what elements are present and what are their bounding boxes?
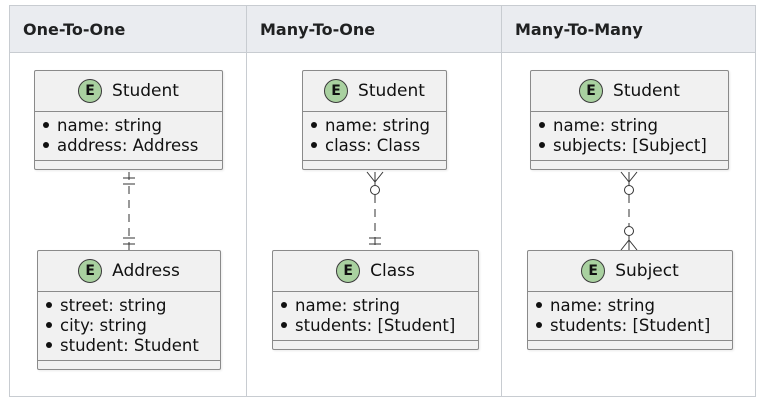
- entity-icon: E: [336, 259, 361, 283]
- entity-header: E Student: [35, 71, 222, 112]
- entity-address: E Address street: string city: string st…: [37, 250, 221, 370]
- attribute-text: address: Address: [57, 136, 199, 155]
- entity-footer: [528, 341, 732, 349]
- attribute: name: string: [281, 296, 478, 316]
- entity-footer: [273, 341, 478, 349]
- attribute-text: name: string: [57, 116, 162, 135]
- entity-icon: E: [581, 259, 606, 283]
- bullet-icon: [311, 141, 317, 148]
- attribute: name: string: [539, 116, 728, 136]
- attribute-text: name: string: [295, 296, 400, 315]
- attribute-text: name: string: [553, 116, 658, 135]
- attribute: students: [Student]: [281, 316, 478, 336]
- column-divider: [246, 6, 247, 396]
- attribute: subjects: [Subject]: [539, 136, 728, 156]
- table-header: [10, 6, 755, 53]
- entity-icon: E: [579, 79, 604, 103]
- column-title-many-to-one: Many-To-One: [260, 20, 376, 39]
- entity-header: E Subject: [528, 251, 732, 292]
- attribute: name: string: [311, 116, 446, 136]
- relationship-many-to-many: [620, 171, 638, 251]
- bullet-icon: [46, 301, 52, 308]
- attribute-text: class: Class: [325, 136, 421, 155]
- entity-name: Subject: [615, 261, 679, 281]
- entity-attributes: name: string class: Class: [303, 112, 446, 161]
- attribute: name: string: [536, 296, 732, 316]
- attribute: students: [Student]: [536, 316, 732, 336]
- bullet-icon: [536, 321, 542, 328]
- attribute: street: string: [46, 296, 220, 316]
- entity-header: E Student: [303, 71, 446, 112]
- bullet-icon: [43, 121, 49, 128]
- relationship-one-to-one: [123, 172, 135, 250]
- bullet-icon: [43, 141, 49, 148]
- bullet-icon: [539, 141, 545, 148]
- entity-name: Student: [358, 81, 425, 101]
- entity-attributes: street: string city: string student: Stu…: [38, 292, 220, 361]
- bullet-icon: [539, 121, 545, 128]
- entity-name: Student: [613, 81, 680, 101]
- bullet-icon: [46, 341, 52, 348]
- bullet-icon: [281, 301, 287, 308]
- attribute: address: Address: [43, 136, 222, 156]
- entity-student: E Student name: string address: Address: [34, 70, 223, 170]
- entity-name: Address: [112, 261, 180, 281]
- attribute: city: string: [46, 316, 220, 336]
- entity-icon: E: [324, 79, 349, 103]
- attribute-text: street: string: [60, 296, 167, 315]
- bullet-icon: [46, 321, 52, 328]
- column-title-one-to-one: One-To-One: [23, 20, 126, 39]
- entity-name: Student: [112, 81, 179, 101]
- attribute-text: student: Student: [60, 336, 199, 355]
- bullet-icon: [536, 301, 542, 308]
- attribute: class: Class: [311, 136, 446, 156]
- relationship-table: One-To-One Many-To-One Many-To-Many: [9, 5, 756, 397]
- entity-icon: E: [78, 79, 103, 103]
- entity-attributes: name: string students: [Student]: [273, 292, 478, 341]
- entity-footer: [531, 161, 728, 169]
- attribute-text: city: string: [60, 316, 147, 335]
- entity-icon: E: [78, 259, 103, 283]
- entity-header: E Student: [531, 71, 728, 112]
- attribute-text: name: string: [550, 296, 655, 315]
- attribute-text: name: string: [325, 116, 430, 135]
- entity-header: E Address: [38, 251, 220, 292]
- relationship-many-to-one: [366, 171, 384, 250]
- entity-attributes: name: string address: Address: [35, 112, 222, 161]
- entity-class: E Class name: string students: [Student]: [272, 250, 479, 350]
- entity-subject: E Subject name: string students: [Studen…: [527, 250, 733, 350]
- attribute-text: students: [Student]: [295, 316, 456, 335]
- entity-student: E Student name: string class: Class: [302, 70, 447, 170]
- entity-attributes: name: string subjects: [Subject]: [531, 112, 728, 161]
- column-divider: [501, 6, 502, 396]
- attribute: name: string: [43, 116, 222, 136]
- attribute-text: subjects: [Subject]: [553, 136, 707, 155]
- entity-name: Class: [370, 261, 415, 281]
- entity-footer: [303, 161, 446, 169]
- bullet-icon: [311, 121, 317, 128]
- attribute: student: Student: [46, 336, 220, 356]
- entity-student: E Student name: string subjects: [Subjec…: [530, 70, 729, 170]
- entity-attributes: name: string students: [Student]: [528, 292, 732, 341]
- attribute-text: students: [Student]: [550, 316, 711, 335]
- column-title-many-to-many: Many-To-Many: [515, 20, 643, 39]
- entity-footer: [35, 161, 222, 169]
- bullet-icon: [281, 321, 287, 328]
- entity-header: E Class: [273, 251, 478, 292]
- entity-footer: [38, 361, 220, 369]
